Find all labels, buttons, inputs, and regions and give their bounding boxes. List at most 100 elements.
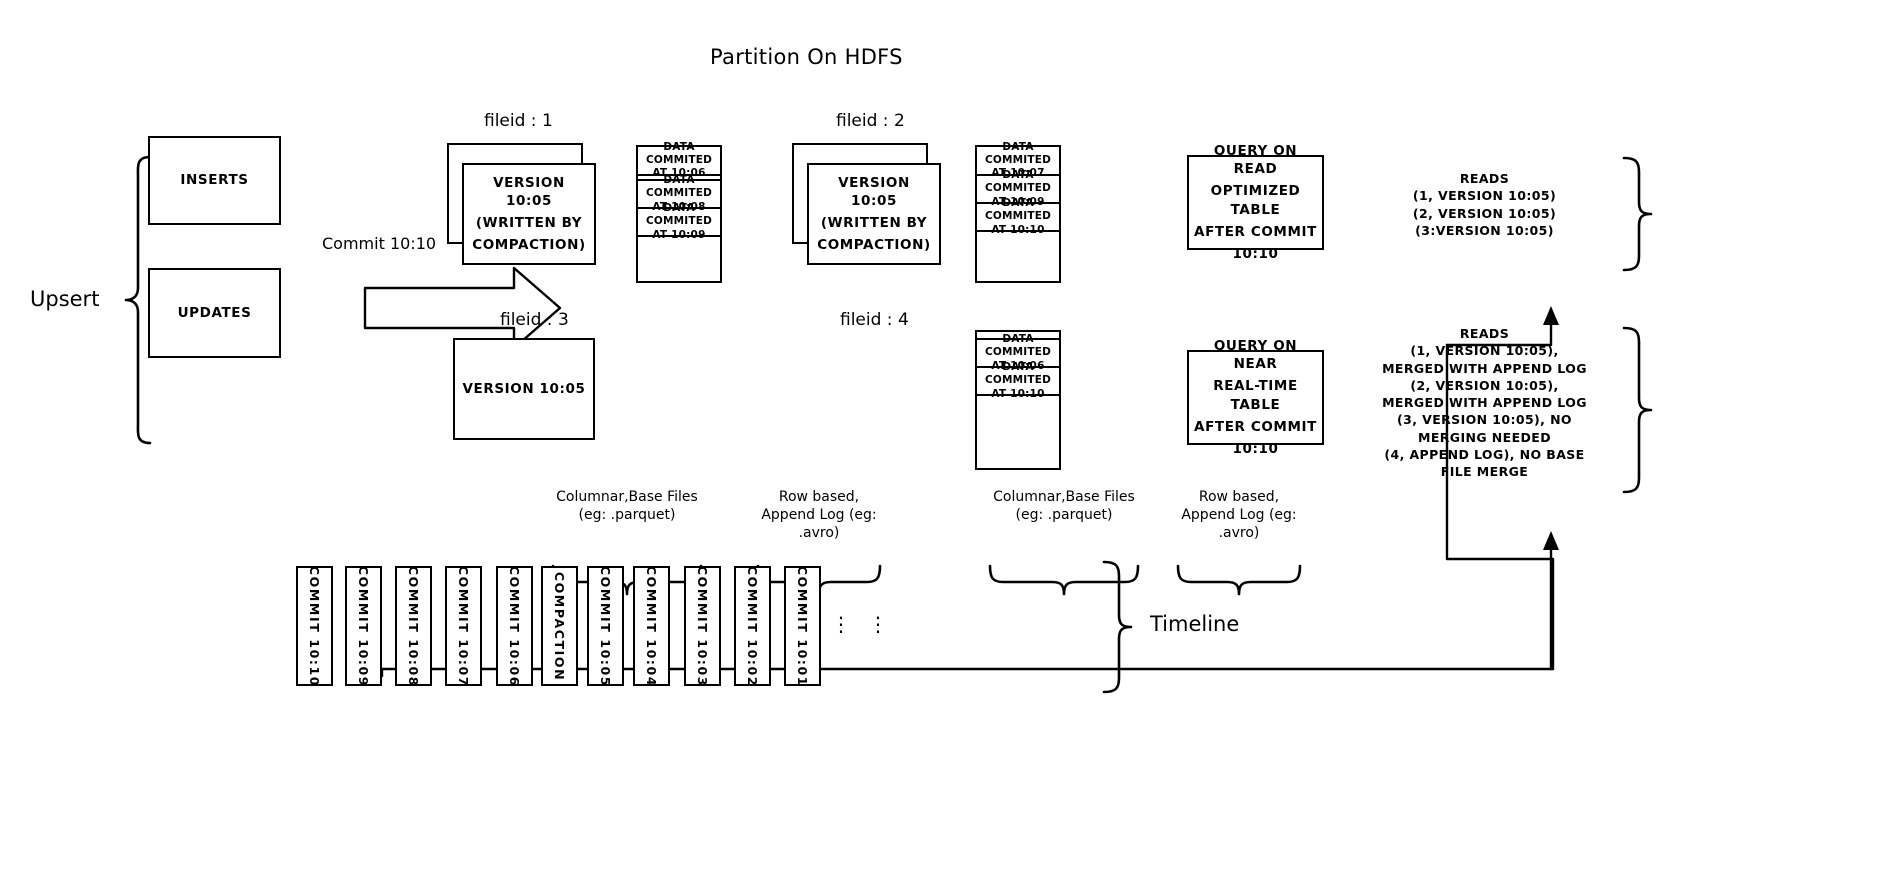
caption-rowlog-2-line1: Row based, xyxy=(1198,489,1280,505)
caption-rowlog-1-line3: .avro) xyxy=(798,525,840,542)
timeline-ellipsis-2: ⋮ xyxy=(868,612,888,636)
fileid-1-base-line3: COMPACTION) xyxy=(472,237,586,254)
updates-box: UPDATES xyxy=(148,268,281,358)
log-entry-line2: AT 10:10 xyxy=(991,223,1045,236)
commit-arrow-shape xyxy=(363,266,562,350)
log-entry: DATA COMMITED AT 10:07 xyxy=(977,141,1059,179)
caption-rowlog-1: Row based, Append Log (eg: .avro) xyxy=(729,488,909,543)
fileid-1-header: fileid : 1 xyxy=(484,111,553,131)
fileid-2-base-line3: COMPACTION) xyxy=(817,237,931,254)
query-ro-line2: OPTIMIZED TABLE xyxy=(1210,183,1301,218)
log-entry: DATA COMMITED AT 10:09 xyxy=(638,202,720,241)
log-entry-line1: DATA COMMITED xyxy=(645,202,713,228)
log-entry-line2: AT 10:10 xyxy=(991,387,1045,400)
log-empty-space xyxy=(977,232,1059,281)
log-entry-line1: DATA COMMITED xyxy=(645,174,713,200)
reads-nrt-line: MERGED WITH APPEND LOG xyxy=(1382,395,1587,410)
reads-nrt-line: MERGING NEEDED xyxy=(1417,429,1552,445)
log-entry-line2: AT 10:06 xyxy=(991,359,1045,372)
reads-nrt-line: (4, APPEND LOG), NO BASE xyxy=(1384,446,1585,462)
brace-columnar-2 xyxy=(988,564,1140,596)
timeline-item-label: COMMIT 10:04 xyxy=(644,565,660,687)
upsert-label: Upsert xyxy=(30,287,100,311)
timeline-item-label: COMMIT 10:07 xyxy=(456,565,472,687)
log-entry-line2: AT 10:09 xyxy=(991,195,1045,208)
reads-nrt-line: (1, VERSION 10:05), xyxy=(1410,343,1559,359)
fileid-3-base-line1: VERSION 10:05 xyxy=(462,380,586,397)
log-entry: DATA COMMITED AT 10:08 xyxy=(638,174,720,213)
reads-read-optimized: READS (1, VERSION 10:05) (2, VERSION 10:… xyxy=(1337,170,1632,239)
reads-ro-line: (1, VERSION 10:05) xyxy=(1412,188,1557,204)
log-empty-space xyxy=(638,237,720,282)
timeline-item-commit-1009: COMMIT 10:09 xyxy=(345,565,382,687)
timeline-item-label: COMMIT 10:02 xyxy=(745,565,761,687)
timeline-item-label: COMMIT 10:03 xyxy=(695,565,711,687)
fileid-2-base-file-front: VERSION 10:05 (WRITTEN BY COMPACTION) xyxy=(807,163,941,265)
query-ro-line3: AFTER COMMIT xyxy=(1194,223,1317,240)
timeline-item-label: COMMIT 10:01 xyxy=(795,565,811,687)
log-gap xyxy=(977,332,1059,340)
log-entry: DATA COMMITED AT 10:06 xyxy=(977,333,1059,372)
timeline-item-compaction: COMPACTION xyxy=(541,566,578,686)
reads-nrt-line: READS xyxy=(1459,326,1510,341)
timeline-item-label: COMMIT 10:08 xyxy=(406,565,422,687)
timeline-ellipsis-1: ⋮ xyxy=(831,612,851,636)
timeline-item-commit-1003: COMMIT 10:03 xyxy=(684,565,721,687)
fileid-1-log-file: DATA COMMITED AT 10:06 DATA COMMITED AT … xyxy=(636,141,722,283)
caption-columnar-1-line1: Columnar,Base Files xyxy=(556,489,698,505)
timeline-item-label: COMMIT 10:09 xyxy=(356,565,372,687)
reads-ro-line: READS xyxy=(1459,171,1510,186)
caption-rowlog-1-line1: Row based, xyxy=(778,489,860,505)
brace-timeline xyxy=(1102,560,1133,694)
timeline-item-label: COMMIT 10:05 xyxy=(598,565,614,687)
fileid-2-base-line2: (WRITTEN BY xyxy=(820,215,928,231)
fileid-2-header: fileid : 2 xyxy=(836,111,905,131)
log-entry-line1: DATA COMMITED xyxy=(984,333,1052,359)
fileid-1-base-line1: VERSION 10:05 xyxy=(493,174,565,209)
query-nrt-line1: QUERY ON NEAR xyxy=(1213,337,1298,373)
fileid-3-header: fileid : 3 xyxy=(500,310,569,330)
timeline-label: Timeline xyxy=(1150,612,1240,636)
timeline-item-commit-1007: COMMIT 10:07 xyxy=(445,565,482,687)
upsert-brace xyxy=(124,155,152,445)
inserts-box: INSERTS xyxy=(148,136,281,225)
timeline-item-commit-1004: COMMIT 10:04 xyxy=(633,565,670,687)
caption-columnar-2-line1: Columnar,Base Files xyxy=(993,489,1135,505)
query-nrt-line2: REAL-TIME TABLE xyxy=(1213,378,1298,413)
log-entry-line1: DATA COMMITED xyxy=(984,169,1052,195)
timeline-item-label: COMPACTION xyxy=(552,571,567,681)
fileid-1-base-file-front: VERSION 10:05 (WRITTEN BY COMPACTION) xyxy=(462,163,596,265)
reads-nrt-line: (3, VERSION 10:05), NO xyxy=(1397,412,1572,428)
log-entry-line1: DATA COMMITED xyxy=(645,140,713,166)
arrowhead-near-realtime xyxy=(1543,531,1559,550)
reads-nrt-line: MERGED WITH APPEND LOG xyxy=(1382,360,1587,376)
log-entry-line1: DATA COMMITED xyxy=(984,140,1052,166)
fileid-2-base-line1: VERSION 10:05 xyxy=(838,174,910,209)
caption-columnar-2-line2: (eg: .parquet) xyxy=(1015,507,1113,524)
timeline-item-commit-1010: COMMIT 10:10 xyxy=(296,565,333,687)
log-entry: DATA COMMITED AT 10:10 xyxy=(977,197,1059,236)
page-title: Partition On HDFS xyxy=(710,45,903,69)
log-entry: DATA COMMITED AT 10:10 xyxy=(977,361,1059,400)
log-entry-line1: DATA COMMITED xyxy=(984,197,1052,223)
timeline-item-label: COMMIT 10:06 xyxy=(507,565,523,687)
timeline-item-commit-1002: COMMIT 10:02 xyxy=(734,565,771,687)
reads-nrt-line: (2, VERSION 10:05), xyxy=(1410,377,1559,393)
fileid-3-base-file: VERSION 10:05 xyxy=(453,338,595,440)
query-nrt-line3: AFTER COMMIT xyxy=(1194,418,1317,435)
fileid-2-log-file: DATA COMMITED AT 10:07 DATA COMMITED AT … xyxy=(975,141,1061,283)
query-ro-line1: QUERY ON READ xyxy=(1213,142,1298,178)
timeline-item-commit-1005: COMMIT 10:05 xyxy=(587,565,624,687)
caption-columnar-1: Columnar,Base Files (eg: .parquet) xyxy=(527,488,727,524)
query-read-optimized-box: QUERY ON READ OPTIMIZED TABLE AFTER COMM… xyxy=(1187,143,1324,262)
log-empty-space xyxy=(977,396,1059,468)
timeline-item-label: COMMIT 10:10 xyxy=(307,565,323,687)
arrowhead-read-optimized xyxy=(1543,306,1559,325)
timeline-item-commit-1008: COMMIT 10:08 xyxy=(395,565,432,687)
log-entry-line2: AT 10:08 xyxy=(652,200,706,213)
log-entry: DATA COMMITED AT 10:06 xyxy=(638,141,720,179)
log-entry-line2: AT 10:06 xyxy=(652,167,706,180)
query-nrt-line4: 10:10 xyxy=(1232,440,1279,457)
timeline-item-commit-1001: COMMIT 10:01 xyxy=(784,565,821,687)
